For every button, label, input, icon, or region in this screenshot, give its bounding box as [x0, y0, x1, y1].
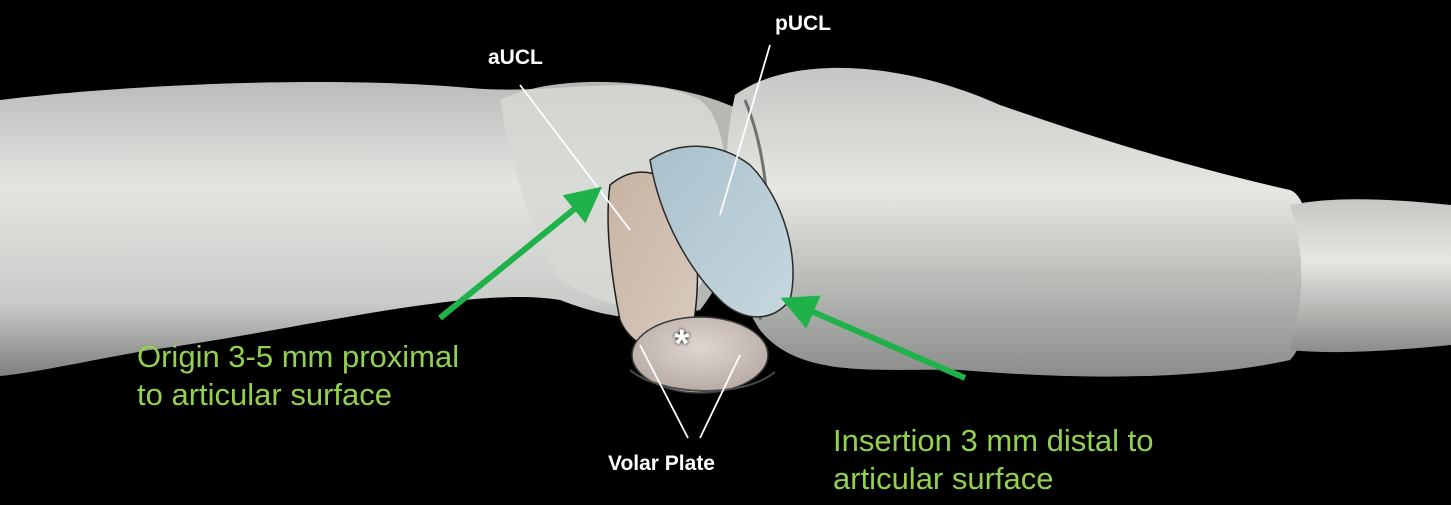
distal-phalanx-bone — [1290, 199, 1451, 352]
label-aucl: aUCL — [488, 46, 543, 70]
origin-annotation: Origin 3-5 mm proximal to articular surf… — [137, 338, 459, 414]
insertion-annotation: Insertion 3 mm distal to articular surfa… — [833, 422, 1153, 498]
origin-annotation-line-1: Origin 3-5 mm proximal — [137, 338, 459, 376]
volar-plate-asterisk: * — [674, 322, 690, 367]
insertion-annotation-line-1: Insertion 3 mm distal to — [833, 422, 1153, 460]
origin-annotation-line-2: to articular surface — [137, 376, 459, 414]
insertion-annotation-line-2: articular surface — [833, 460, 1153, 498]
label-volar-plate: Volar Plate — [608, 452, 715, 476]
proximal-phalanx-bone — [726, 68, 1313, 377]
label-pucl: pUCL — [775, 12, 831, 36]
